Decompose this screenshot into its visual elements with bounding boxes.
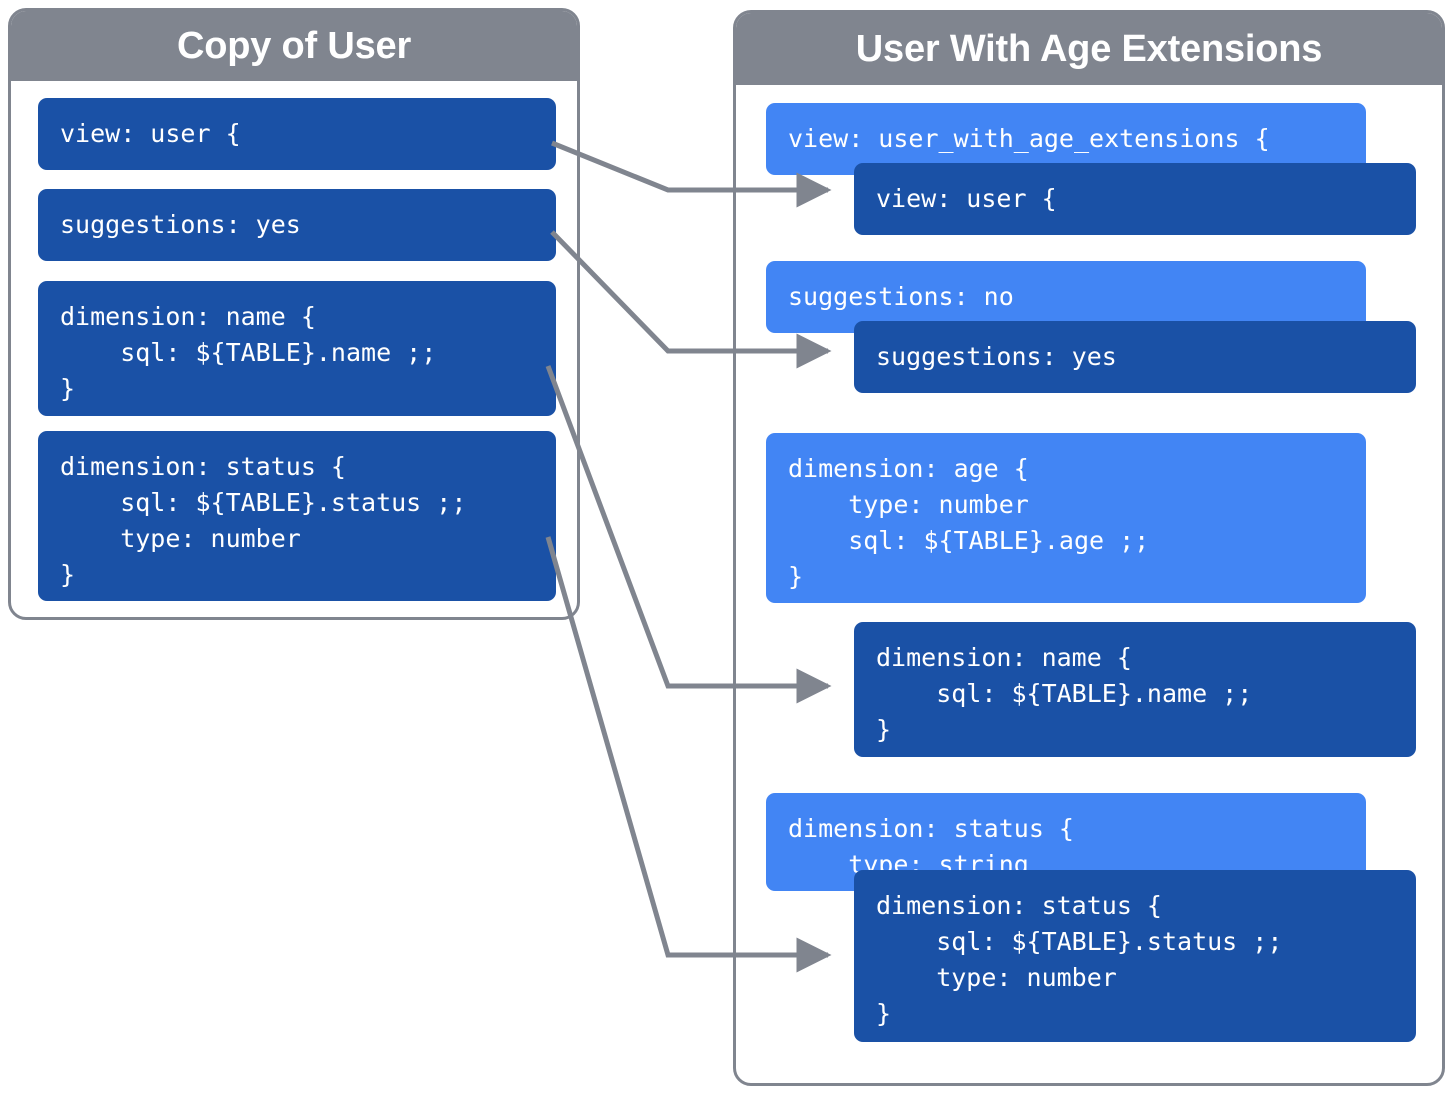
code-block-dimension-age: dimension: age { type: number sql: ${TAB… — [766, 433, 1366, 603]
code-block-extended-dimension-status: dimension: status { sql: ${TABLE}.status… — [854, 870, 1416, 1042]
code-block-extended-dimension-name: dimension: name { sql: ${TABLE}.name ;; … — [854, 622, 1416, 757]
code-block-view-user: view: user { — [38, 98, 556, 170]
code-block-extended-view-user: view: user { — [854, 163, 1416, 235]
code-block-suggestions-yes: suggestions: yes — [38, 189, 556, 261]
panel-left-title: Copy of User — [11, 11, 577, 81]
code-block-extended-suggestions-yes: suggestions: yes — [854, 321, 1416, 393]
code-block-dimension-status: dimension: status { sql: ${TABLE}.status… — [38, 431, 556, 601]
code-block-dimension-name: dimension: name { sql: ${TABLE}.name ;; … — [38, 281, 556, 416]
panel-right-title: User With Age Extensions — [736, 13, 1442, 85]
panel-user-with-age-extensions: User With Age Extensions view: user_with… — [733, 10, 1445, 1086]
panel-copy-of-user: Copy of User view: user { suggestions: y… — [8, 8, 580, 620]
